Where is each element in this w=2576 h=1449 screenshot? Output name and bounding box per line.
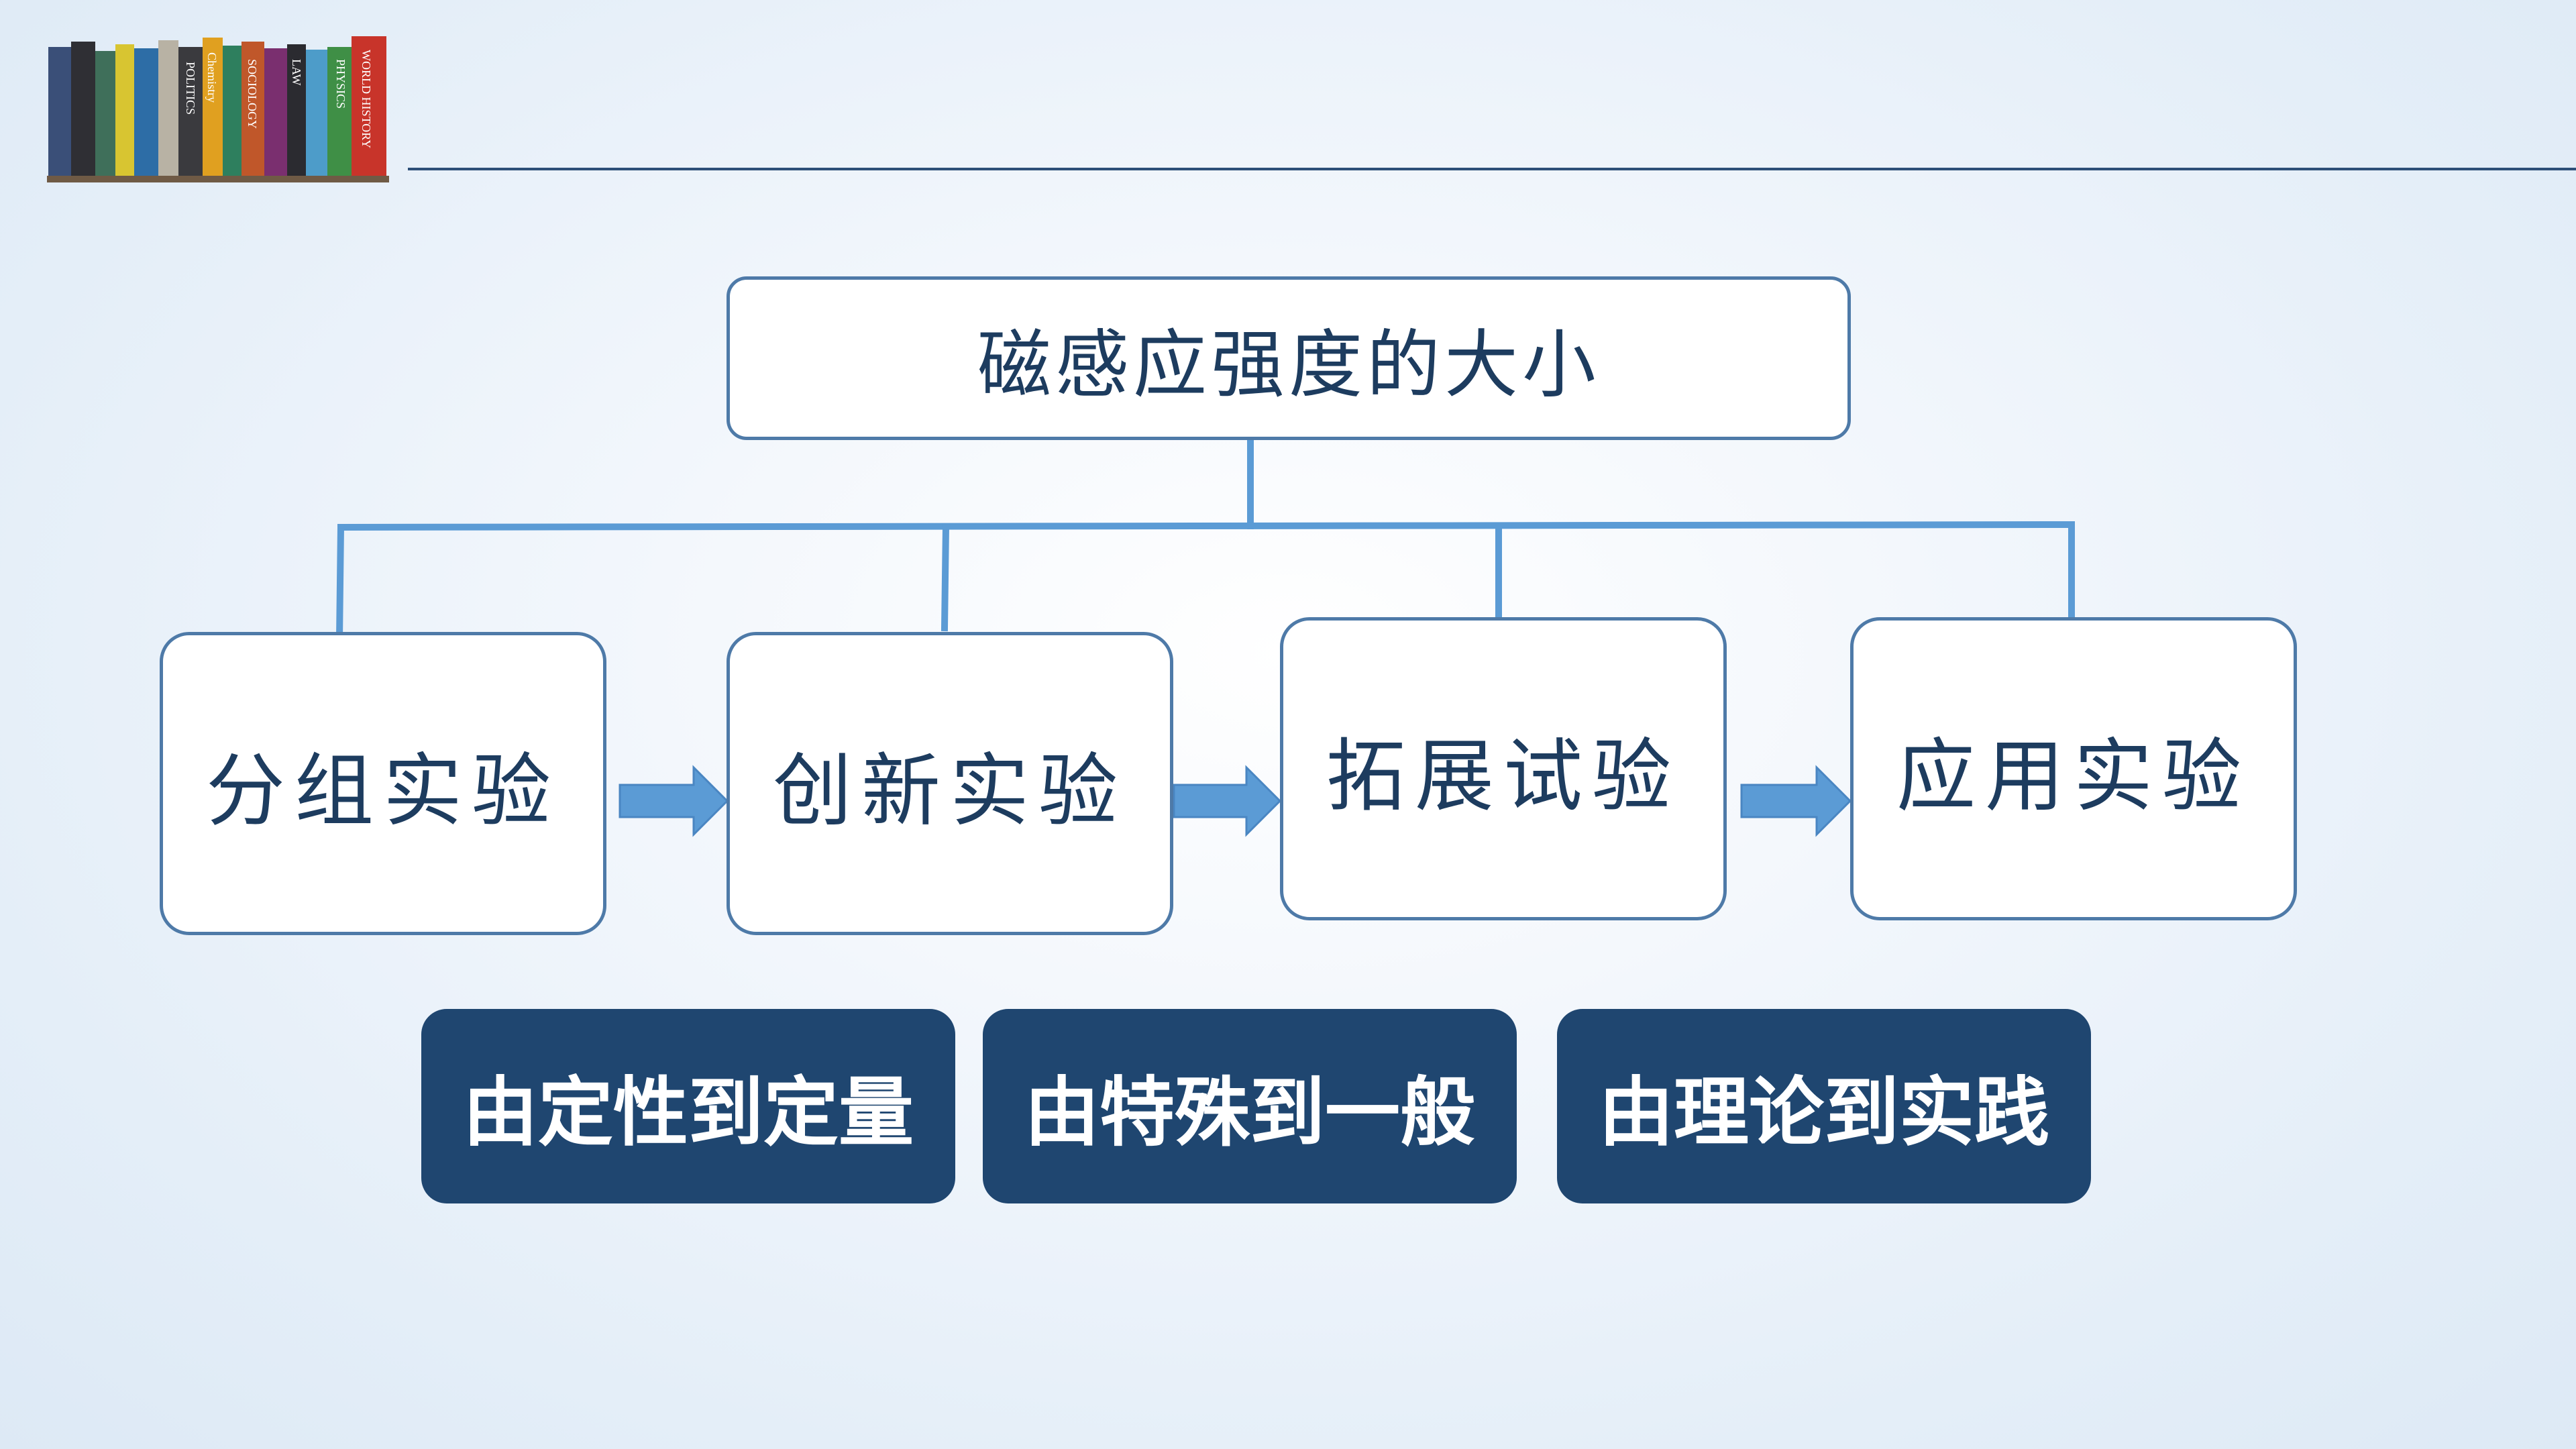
step-node: 拓展试验: [1280, 617, 1727, 920]
spine-label: PHYSICS: [334, 59, 347, 109]
method-box-label: 由定性到定量: [463, 1069, 914, 1157]
spine-label: WORLD HISTORY: [360, 50, 373, 148]
method-box: 由定性到定量: [421, 1009, 955, 1203]
spine-label: POLITICS: [184, 62, 197, 115]
step-node: 分组实验: [160, 632, 606, 935]
step-node-label: 创新实验: [772, 744, 1127, 837]
step-node-label: 拓展试验: [1326, 729, 1680, 822]
root-node-label: 磁感应强度的大小: [977, 322, 1600, 408]
step-node: 应用实验: [1850, 617, 2297, 920]
header-divider: [408, 168, 2576, 170]
method-box-label: 由理论到实践: [1599, 1069, 2049, 1157]
branch-drop-line: [335, 523, 345, 643]
spine-label: SOCIOLOGY: [246, 59, 259, 129]
branch-bus-line: [337, 521, 2076, 531]
step-node-label: 应用实验: [1896, 729, 2251, 822]
flow-arrow-icon: [619, 765, 729, 837]
spine-label: Chemistry: [205, 52, 219, 103]
branch-drop-line: [941, 523, 950, 632]
step-node: 创新实验: [727, 632, 1173, 935]
step-node-label: 分组实验: [205, 744, 560, 837]
flow-arrow-icon: [1173, 765, 1282, 837]
root-node: 磁感应强度的大小: [727, 276, 1851, 440]
method-box: 由特殊到一般: [983, 1009, 1517, 1203]
bookshelf-icon: WORLD HISTORY PHYSICS LAW SOCIOLOGY POLI…: [47, 36, 389, 182]
method-box: 由理论到实践: [1557, 1009, 2091, 1203]
method-box-label: 由特殊到一般: [1024, 1069, 1475, 1157]
spine-label: LAW: [290, 59, 303, 86]
flow-arrow-icon: [1740, 765, 1852, 837]
